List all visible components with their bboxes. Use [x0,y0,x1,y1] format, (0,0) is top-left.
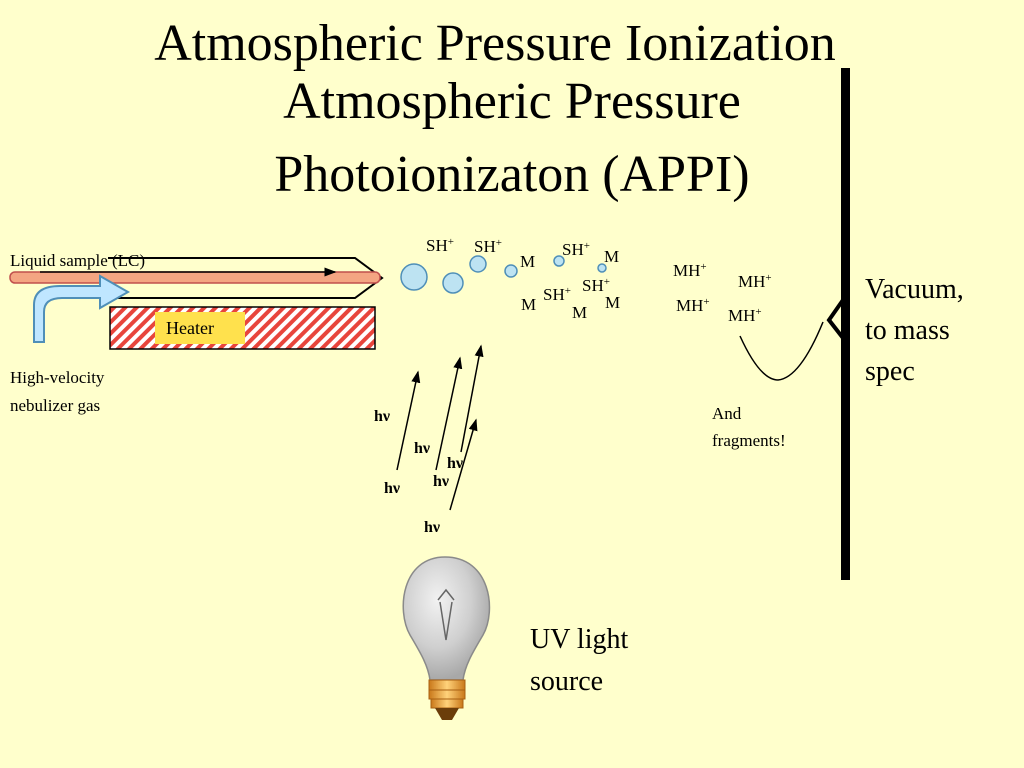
slide-title-line1: Atmospheric Pressure Ionization [154,15,836,72]
photon-label: hν [447,455,464,472]
photon-label: hν [374,408,391,425]
droplet [553,255,565,267]
species-sh-plus: SH+ [426,236,454,255]
photon-arrow [396,370,421,471]
species-m: M [604,247,620,266]
species-m: M [520,252,536,271]
species-mh-plus: MH+ [738,272,772,291]
fragments-label-line2: fragments! [712,431,786,450]
slide-title-line3: Photoionizaton (APPI) [274,146,750,203]
vacuum-inlet-notch [826,298,845,340]
fragments-curve [739,321,824,381]
droplet [597,263,607,273]
photon-arrow [435,356,463,471]
liquid-sample-label: Liquid sample (LC) [10,251,146,270]
photon-label: hν [424,519,441,536]
heater-label: Heater [166,318,214,338]
nebulizer-gas-arrow [33,274,131,343]
heater-label-bg [155,312,245,344]
sample-capillary [9,271,381,284]
photon-label: hν [384,480,401,497]
species-mh-plus: MH+ [673,261,707,280]
species-sh-plus: SH+ [582,276,610,295]
vacuum-wall [841,68,850,580]
species-sh-plus: SH+ [543,285,571,304]
photon-label: hν [414,440,431,457]
vacuum-label-line1: Vacuum, [865,274,964,305]
nebulizer-label-line2: nebulizer gas [10,396,101,415]
species-m: M [521,295,537,314]
photon-arrow [460,344,484,453]
droplet [469,255,487,273]
photon-label: hν [433,473,450,490]
light-bulb-icon [402,556,491,720]
droplet [442,272,464,294]
species-mh-plus: MH+ [676,296,710,315]
species-sh-plus: SH+ [562,240,590,259]
species-m: M [572,303,588,322]
uv-source-label-line1: UV light [530,624,629,655]
slide-title-line2: Atmospheric Pressure [283,73,741,130]
vacuum-label-line2: to mass [865,315,950,346]
droplet [504,264,518,278]
species-mh-plus: MH+ [728,306,762,325]
fragments-label-line1: And [712,404,742,423]
photon-arrow [449,418,478,511]
droplet [400,263,428,291]
uv-source-label-line2: source [530,666,604,697]
vacuum-label-line3: spec [865,356,915,387]
species-sh-plus: SH+ [474,237,502,256]
nebulizer-label-line1: High-velocity [10,368,105,387]
species-m: M [605,293,621,312]
